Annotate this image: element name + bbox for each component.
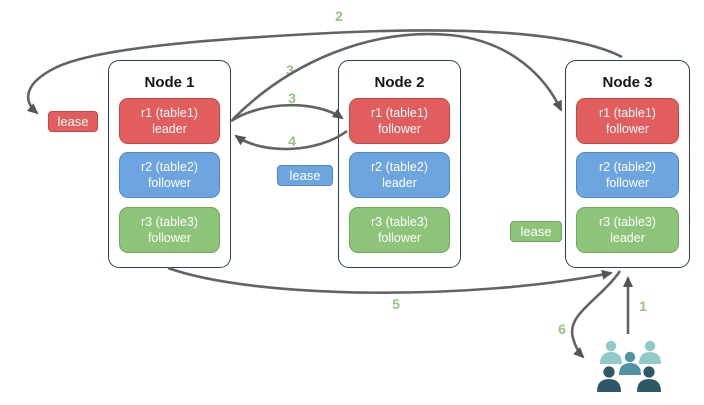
lease-badge-node2: lease: [277, 165, 333, 186]
node3-replica-r2: r2 (table2) follower: [576, 152, 679, 198]
node-3: Node 3 r1 (table1) follower r2 (table2) …: [565, 60, 690, 268]
lease-badge-node3: lease: [510, 221, 562, 242]
step-label-3a: 3: [286, 62, 294, 78]
replica-role: leader: [382, 176, 417, 190]
node1-replica-r1: r1 (table1) leader: [119, 98, 220, 144]
step-label-5: 5: [392, 296, 400, 312]
arrow-step6-node3-to-users: [570, 270, 622, 359]
arrow-step3-node1-leader-to-node2-follower: [230, 103, 344, 123]
node2-replica-r3: r3 (table3) follower: [349, 207, 450, 253]
replica-label: r3 (table3): [371, 215, 428, 229]
replica-role: follower: [605, 176, 650, 190]
step-label-4: 4: [288, 133, 296, 149]
replica-label: r3 (table3): [141, 215, 198, 229]
node-2: Node 2 r1 (table1) follower r2 (table2) …: [338, 60, 461, 268]
lease-badge-node1: lease: [48, 111, 98, 132]
arrow-step5-node1-to-node3: [167, 266, 613, 294]
node-1-title: Node 1: [144, 74, 195, 91]
replica-label: r2 (table2): [371, 160, 428, 174]
step-label-6: 6: [558, 321, 566, 337]
replica-label: r1 (table1): [599, 106, 656, 120]
step-label-1: 1: [639, 298, 647, 314]
replica-label: r1 (table1): [371, 106, 428, 120]
replica-role: follower: [377, 122, 422, 136]
replica-label: r2 (table2): [599, 160, 656, 174]
replica-role: follower: [605, 122, 650, 136]
replica-label: r3 (table3): [599, 215, 656, 229]
step-label-3b: 3: [288, 90, 296, 106]
step-label-2: 2: [335, 8, 343, 24]
node1-replica-r2: r2 (table2) follower: [119, 152, 220, 198]
user-group-icon: [597, 340, 661, 392]
node-3-title: Node 3: [602, 74, 653, 91]
replica-role: leader: [152, 122, 187, 136]
node-1: Node 1 r1 (table1) leader r2 (table2) fo…: [108, 60, 231, 268]
replica-role: follower: [147, 176, 192, 190]
node2-replica-r2: r2 (table2) leader: [349, 152, 450, 198]
node2-replica-r1: r1 (table1) follower: [349, 98, 450, 144]
replica-label: r1 (table1): [141, 106, 198, 120]
replica-label: r2 (table2): [141, 160, 198, 174]
replica-role: follower: [147, 231, 192, 245]
node-2-title: Node 2: [374, 74, 425, 91]
node1-replica-r3: r3 (table3) follower: [119, 207, 220, 253]
replica-role: follower: [377, 231, 422, 245]
node3-replica-r1: r1 (table1) follower: [576, 98, 679, 144]
node3-replica-r3: r3 (table3) leader: [576, 207, 679, 253]
replica-role: leader: [610, 231, 645, 245]
